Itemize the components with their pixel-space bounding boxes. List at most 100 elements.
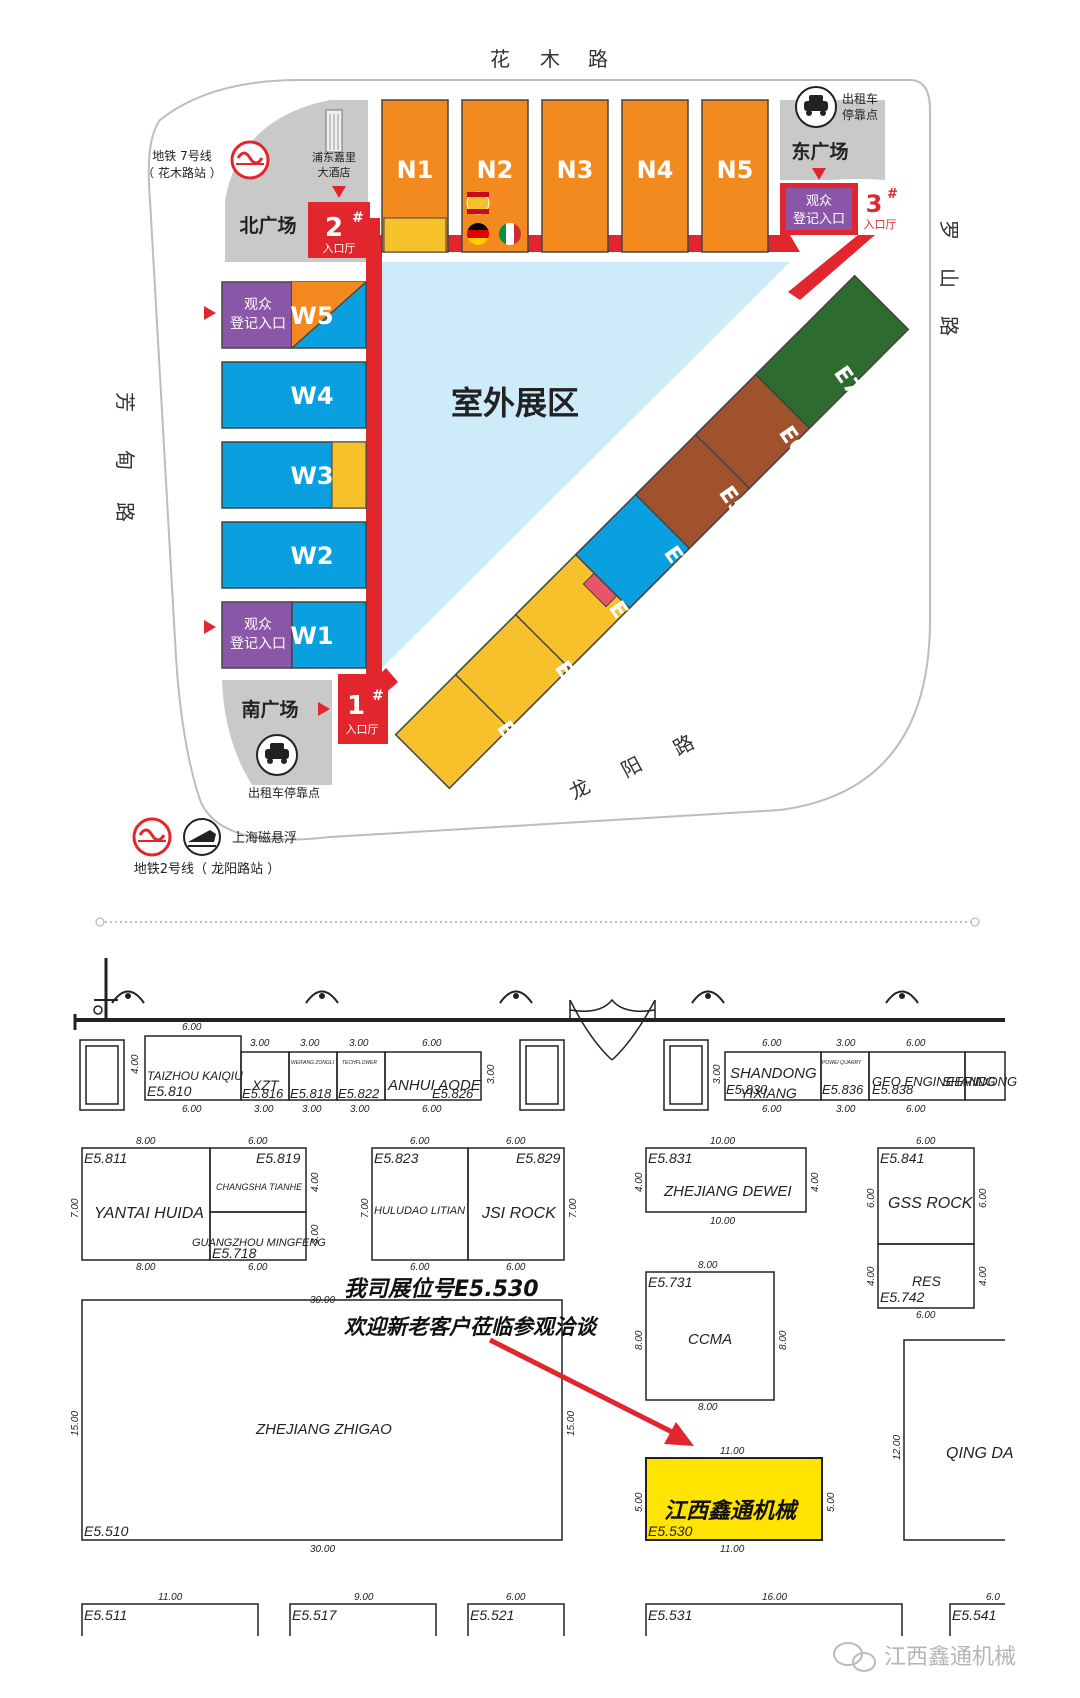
entrance-1[interactable]: 1 # 入口厅: [338, 674, 388, 744]
booth-e5-530-highlight[interactable]: [645, 1457, 823, 1541]
booth-e5-831[interactable]: [645, 1147, 807, 1213]
svg-text:4.00: 4.00: [130, 1054, 141, 1074]
booth-e5-510[interactable]: [81, 1299, 563, 1541]
svg-text:E5.810: E5.810: [147, 1083, 192, 1099]
road-west: 芳 甸 路: [113, 392, 137, 522]
booth-e5-541[interactable]: [949, 1603, 1005, 1636]
metro-icon: [230, 140, 270, 180]
svg-text:入口厅: 入口厅: [346, 723, 379, 736]
registration-w1[interactable]: [221, 601, 293, 669]
stair-unit: [79, 1039, 125, 1111]
svg-text:地铁 7号线: 地铁 7号线: [152, 149, 211, 163]
svg-text:E5.718: E5.718: [212, 1245, 257, 1261]
svg-text:大酒店: 大酒店: [318, 165, 351, 179]
arrow-right-icon: [318, 702, 330, 716]
svg-text:6.00: 6.00: [916, 1136, 936, 1147]
svg-text:TAIZHOU KAIQIU: TAIZHOU KAIQIU: [147, 1069, 243, 1083]
booth-e5-731[interactable]: [645, 1271, 775, 1401]
svg-text:WEIFANG ZONGLI: WEIFANG ZONGLI: [291, 1060, 335, 1066]
booth-e5-829[interactable]: [467, 1147, 565, 1261]
hall-n5[interactable]: [701, 99, 769, 253]
road-south: 龙 阳 路: [565, 730, 698, 805]
arrow-down-icon: [812, 168, 826, 180]
hall-w1-label: W1: [290, 622, 333, 650]
svg-text:（ 花木路站 ）: （ 花木路站 ）: [142, 165, 222, 180]
hall-n1-label: N1: [397, 156, 434, 184]
svg-text:3.00: 3.00: [310, 1224, 321, 1244]
svg-text:E5.511: E5.511: [84, 1607, 127, 1623]
svg-text:6.00: 6.00: [762, 1038, 782, 1049]
taxi-icon: [256, 734, 298, 776]
divider-end-icon: [970, 917, 980, 927]
svg-text:6.00: 6.00: [182, 1104, 202, 1115]
hall-n3[interactable]: [541, 99, 609, 253]
entrance-3[interactable]: 观众 登记入口 3 # 入口厅: [780, 168, 898, 235]
hall-w1[interactable]: [291, 601, 367, 669]
flag-italy-icon: [499, 223, 521, 245]
svg-text:3.00: 3.00: [349, 1038, 369, 1049]
east-halls: E1 E2 E3 E4 E5 E6 E7: [394, 274, 910, 790]
svg-text:E5.521: E5.521: [470, 1607, 514, 1623]
svg-text:12.00: 12.00: [892, 1435, 903, 1460]
svg-text:4.00: 4.00: [978, 1266, 989, 1286]
hall-w5-label: W5: [290, 302, 333, 330]
booth-e5-511[interactable]: [81, 1603, 259, 1636]
svg-text:6.00: 6.00: [248, 1136, 268, 1147]
svg-text:停靠点: 停靠点: [842, 107, 878, 122]
booth-e5-826[interactable]: [384, 1051, 482, 1101]
booth-e5-521[interactable]: [467, 1603, 565, 1636]
svg-text:E5.838: E5.838: [872, 1082, 914, 1097]
booth-e5-742[interactable]: [877, 1243, 975, 1309]
svg-text:5.00: 5.00: [634, 1492, 645, 1512]
svg-text:龙: 龙: [565, 774, 594, 805]
booth-e5-718[interactable]: [209, 1211, 307, 1261]
svg-text:YANTAI HUIDA: YANTAI HUIDA: [94, 1205, 204, 1222]
svg-text:花: 花: [490, 47, 510, 71]
svg-text:路: 路: [669, 730, 698, 761]
hotel-building-icon: [325, 109, 343, 153]
svg-text:出租车: 出租车: [842, 91, 878, 106]
svg-text:#: #: [887, 187, 898, 202]
hall-e7[interactable]: [754, 274, 910, 430]
hall-n4-label: N4: [637, 156, 674, 184]
svg-text:CHANGSHA TIANHE: CHANGSHA TIANHE: [216, 1182, 303, 1192]
wechat-icon: [833, 1642, 876, 1672]
callout-arrow-icon: [488, 1337, 694, 1446]
booth-e5-531[interactable]: [645, 1603, 903, 1636]
svg-text:11.00: 11.00: [720, 1544, 745, 1555]
registration-w5[interactable]: [221, 281, 293, 349]
svg-text:E5.731: E5.731: [648, 1274, 692, 1290]
svg-text:3.00: 3.00: [302, 1104, 322, 1115]
svg-text:路: 路: [588, 47, 608, 71]
svg-text:YIXIANG: YIXIANG: [740, 1085, 797, 1101]
company-name: 江西鑫通机械: [664, 1498, 799, 1524]
metro-icon: [132, 817, 172, 857]
svg-text:4.00: 4.00: [866, 1266, 877, 1286]
entrance-2[interactable]: 2 # 入口厅: [308, 186, 370, 258]
svg-text:11.00: 11.00: [158, 1592, 183, 1603]
hall-w4[interactable]: [221, 361, 367, 429]
svg-text:8.00: 8.00: [698, 1402, 718, 1413]
svg-text:芳: 芳: [113, 392, 137, 412]
top-row-booths: [144, 1035, 1006, 1101]
svg-text:6.00: 6.00: [422, 1038, 442, 1049]
svg-text:路: 路: [113, 502, 137, 522]
hall-w3-label: W3: [290, 462, 333, 490]
svg-text:ANHUI AODE: ANHUI AODE: [387, 1077, 482, 1094]
svg-text:6.00: 6.00: [762, 1104, 782, 1115]
hall-n4[interactable]: [621, 99, 689, 253]
corridor-east: [788, 235, 875, 300]
booth-qing-da[interactable]: [903, 1339, 1005, 1541]
svg-text:GEO ENGINEERING: GEO ENGINEERING: [872, 1074, 996, 1089]
booth-shandong[interactable]: [964, 1051, 1006, 1101]
booth-e5-517[interactable]: [289, 1603, 437, 1636]
svg-text:3.00: 3.00: [350, 1104, 370, 1115]
svg-text:E5.531: E5.531: [648, 1607, 692, 1623]
svg-text:登记入口: 登记入口: [230, 636, 286, 652]
column-markers: [111, 990, 919, 1004]
svg-text:E5.826: E5.826: [432, 1086, 474, 1101]
hall-w2[interactable]: [221, 521, 367, 589]
svg-text:E5.836: E5.836: [822, 1082, 864, 1097]
svg-text:3: 3: [866, 190, 883, 218]
svg-text:2: 2: [325, 213, 343, 243]
